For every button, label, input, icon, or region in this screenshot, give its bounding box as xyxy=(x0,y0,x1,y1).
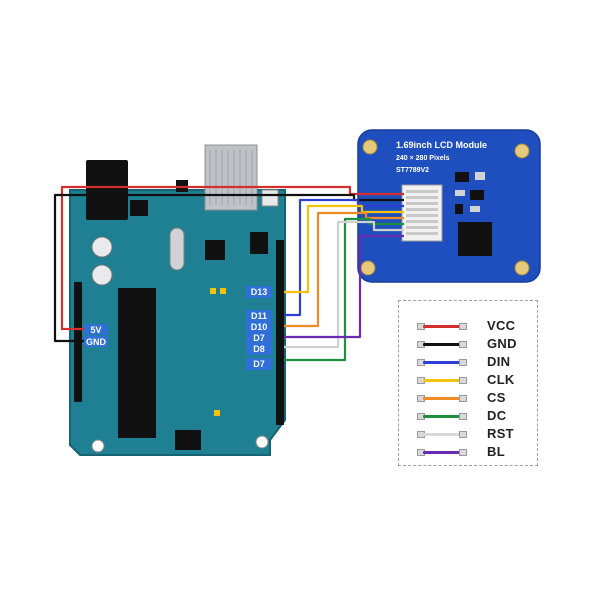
pin-label: D13 xyxy=(251,287,268,297)
pin-label: D10 xyxy=(251,322,268,332)
legend-swatch xyxy=(423,379,461,382)
led xyxy=(220,288,226,294)
led xyxy=(214,410,220,416)
legend-label: GND xyxy=(487,336,517,351)
wire-din xyxy=(284,198,404,317)
lcd-component xyxy=(455,190,465,196)
legend-item: GND xyxy=(399,335,539,353)
wires xyxy=(53,185,404,362)
lcd-component xyxy=(455,172,469,182)
legend-item: CS xyxy=(399,389,539,407)
pin-label: D8 xyxy=(253,344,265,354)
power-label: GND xyxy=(86,337,107,347)
legend-label: CLK xyxy=(487,372,515,387)
legend-item: CLK xyxy=(399,371,539,389)
wire-vcc xyxy=(60,185,404,331)
lcd-component xyxy=(470,190,484,200)
mounting-hole xyxy=(514,143,530,159)
mounting-hole xyxy=(362,139,378,155)
mounting-hole xyxy=(360,260,376,276)
wire-cs xyxy=(284,211,404,328)
capacitor xyxy=(91,264,113,286)
wire-dc xyxy=(284,217,404,362)
arduino-pin-labels: D13 D11 D10 D7 D8 D7 5V GND xyxy=(84,286,272,370)
wire-bl xyxy=(284,234,404,339)
legend-swatch xyxy=(423,325,461,328)
mounting-hole xyxy=(514,260,530,276)
legend-label: VCC xyxy=(487,318,516,333)
wire-color-legend: VCC GND DIN CLK CS DC RST xyxy=(398,300,538,466)
lcd-resolution: 240 × 280 Pixels xyxy=(396,155,450,162)
pin-label: D7 xyxy=(253,333,265,343)
wire-rst xyxy=(284,220,404,349)
wire-clk xyxy=(284,204,404,294)
legend-swatch xyxy=(423,451,461,454)
power-label: 5V xyxy=(90,325,101,335)
pin-label: D7 xyxy=(253,359,265,369)
legend-swatch xyxy=(423,433,461,436)
mounting-hole xyxy=(91,439,105,453)
legend-swatch xyxy=(423,361,461,364)
usb-connector xyxy=(204,144,258,211)
legend-label: DC xyxy=(487,408,507,423)
chip xyxy=(130,200,148,216)
icsp-header xyxy=(175,430,201,450)
lcd-component xyxy=(455,204,463,214)
legend-swatch xyxy=(423,415,461,418)
led xyxy=(210,288,216,294)
arduino-board xyxy=(69,144,286,456)
legend-item: DIN xyxy=(399,353,539,371)
chip xyxy=(205,240,225,260)
legend-label: RST xyxy=(487,426,514,441)
legend-item: DC xyxy=(399,407,539,425)
lcd-module: 1.69inch LCD Module 240 × 280 Pixels ST7… xyxy=(357,129,541,283)
lcd-component xyxy=(475,172,485,180)
lcd-ic xyxy=(458,222,492,256)
pin-label: D11 xyxy=(251,311,267,321)
microcontroller-chip xyxy=(118,288,156,438)
mounting-hole xyxy=(255,435,269,449)
header-icsp xyxy=(250,232,268,254)
reset-button xyxy=(261,189,279,207)
lcd-component xyxy=(470,206,480,212)
legend-swatch xyxy=(423,397,461,400)
digital-header xyxy=(276,240,284,425)
crystal xyxy=(169,227,185,271)
lcd-title: 1.69inch LCD Module xyxy=(396,140,487,150)
power-jack xyxy=(86,160,128,220)
legend-label: CS xyxy=(487,390,506,405)
lcd-driver: ST7789V2 xyxy=(396,167,429,174)
legend-label: DIN xyxy=(487,354,511,369)
legend-item: RST xyxy=(399,425,539,443)
wire-gnd xyxy=(53,193,404,343)
legend-label: BL xyxy=(487,444,505,459)
lcd-connector xyxy=(401,184,443,242)
legend-swatch xyxy=(423,343,461,346)
legend-item: VCC xyxy=(399,317,539,335)
capacitor xyxy=(91,236,113,258)
legend-item: BL xyxy=(399,443,539,461)
